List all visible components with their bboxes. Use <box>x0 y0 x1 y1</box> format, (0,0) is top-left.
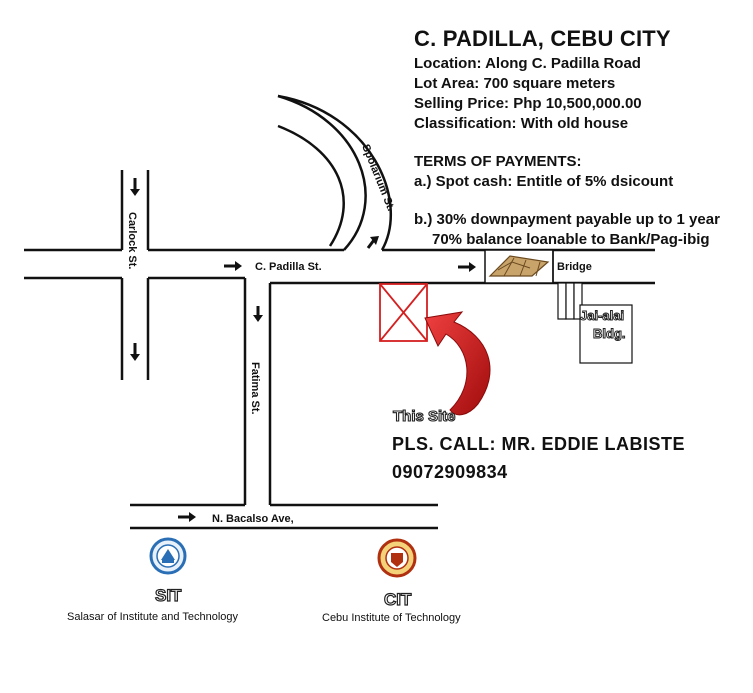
cit-seal-icon <box>377 538 417 578</box>
terms-heading: TERMS OF PAYMENTS: <box>414 153 582 170</box>
arrow-right-icon <box>458 262 476 272</box>
property-location: Location: Along C. Padilla Road <box>414 55 641 72</box>
n-bacalso-avenue-label: N. Bacalso Ave, <box>212 513 294 525</box>
cit-abbreviation: CIT <box>384 590 412 609</box>
property-lot-area: Lot Area: 700 square meters <box>414 75 616 92</box>
cit-name: Cebu Institute of Technology <box>322 612 461 624</box>
property-title: C. PADILLA, CEBU CITY <box>414 26 671 51</box>
contact-person: PLS. CALL: MR. EDDIE LABISTE <box>392 434 685 454</box>
property-selling-price: Selling Price: Php 10,500,000.00 <box>414 95 642 112</box>
fatima-street-label: Fatima St. <box>249 362 261 415</box>
site-lot <box>379 283 428 342</box>
bridge-structure <box>484 249 554 284</box>
carlock-street <box>120 170 150 380</box>
sit-name: Salasar of Institute and Technology <box>67 611 239 623</box>
contact-phone: 09072909834 <box>392 462 508 482</box>
spolarium-street <box>277 94 392 251</box>
term-b-line2: 70% balance loanable to Bank/Pag-ibig <box>432 231 710 248</box>
term-a: a.) Spot cash: Entitle of 5% dsicount <box>414 173 674 190</box>
spacer <box>414 192 720 210</box>
arrow-right-icon <box>178 512 196 522</box>
c-padilla-street-label: C. Padilla St. <box>255 261 322 273</box>
arrow-down-icon <box>130 343 140 361</box>
this-site-pointer-icon <box>424 311 491 416</box>
this-site-label: This Site <box>393 408 456 425</box>
term-b-line1: b.) 30% downpayment payable up to 1 year <box>414 211 720 228</box>
property-info: C. PADILLA, CEBU CITY Location: Along C.… <box>414 26 720 250</box>
spacer <box>414 134 720 152</box>
jai-alai-label: Jai-alai <box>580 308 624 323</box>
carlock-street-label: Carlock St. <box>126 212 138 269</box>
arrow-down-icon <box>253 306 263 322</box>
contact-info: PLS. CALL: MR. EDDIE LABISTE 09072909834 <box>392 430 685 486</box>
arrow-up-right-icon <box>366 236 379 249</box>
fatima-street <box>243 278 272 505</box>
arrow-right-icon <box>224 261 242 271</box>
bridge-label: Bridge <box>557 261 592 273</box>
direction-arrows <box>130 178 476 522</box>
sit-abbreviation: SIT <box>155 586 182 605</box>
jai-alai-building <box>557 282 633 364</box>
sit-seal-icon <box>149 537 187 575</box>
n-bacalso-avenue <box>130 503 438 530</box>
arrow-down-icon <box>130 178 140 196</box>
jai-alai-bldg-label: Bldg. <box>593 326 626 341</box>
property-classification: Classification: With old house <box>414 115 629 132</box>
